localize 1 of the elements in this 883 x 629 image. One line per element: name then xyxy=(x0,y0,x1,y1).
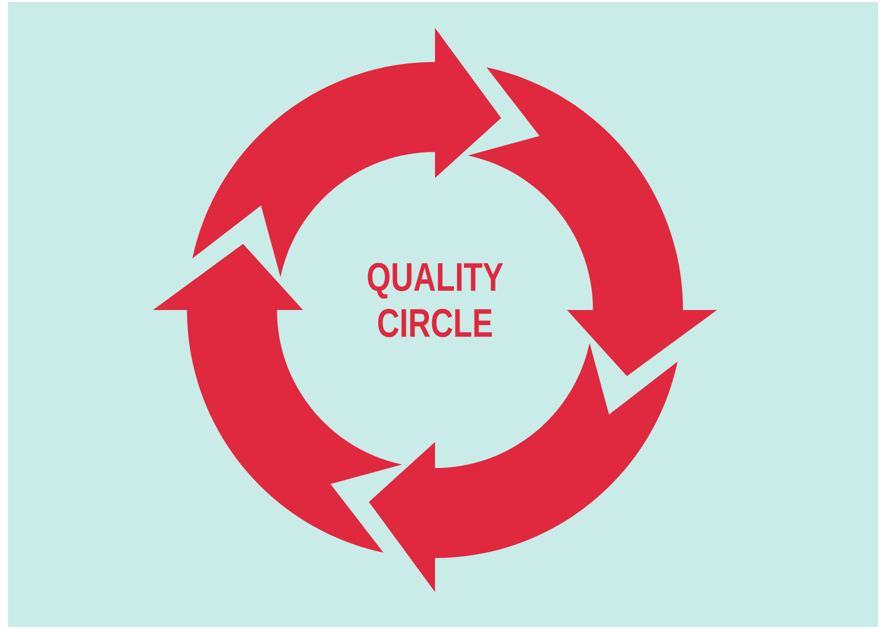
center-title: QUALITY CIRCLE xyxy=(368,262,503,338)
